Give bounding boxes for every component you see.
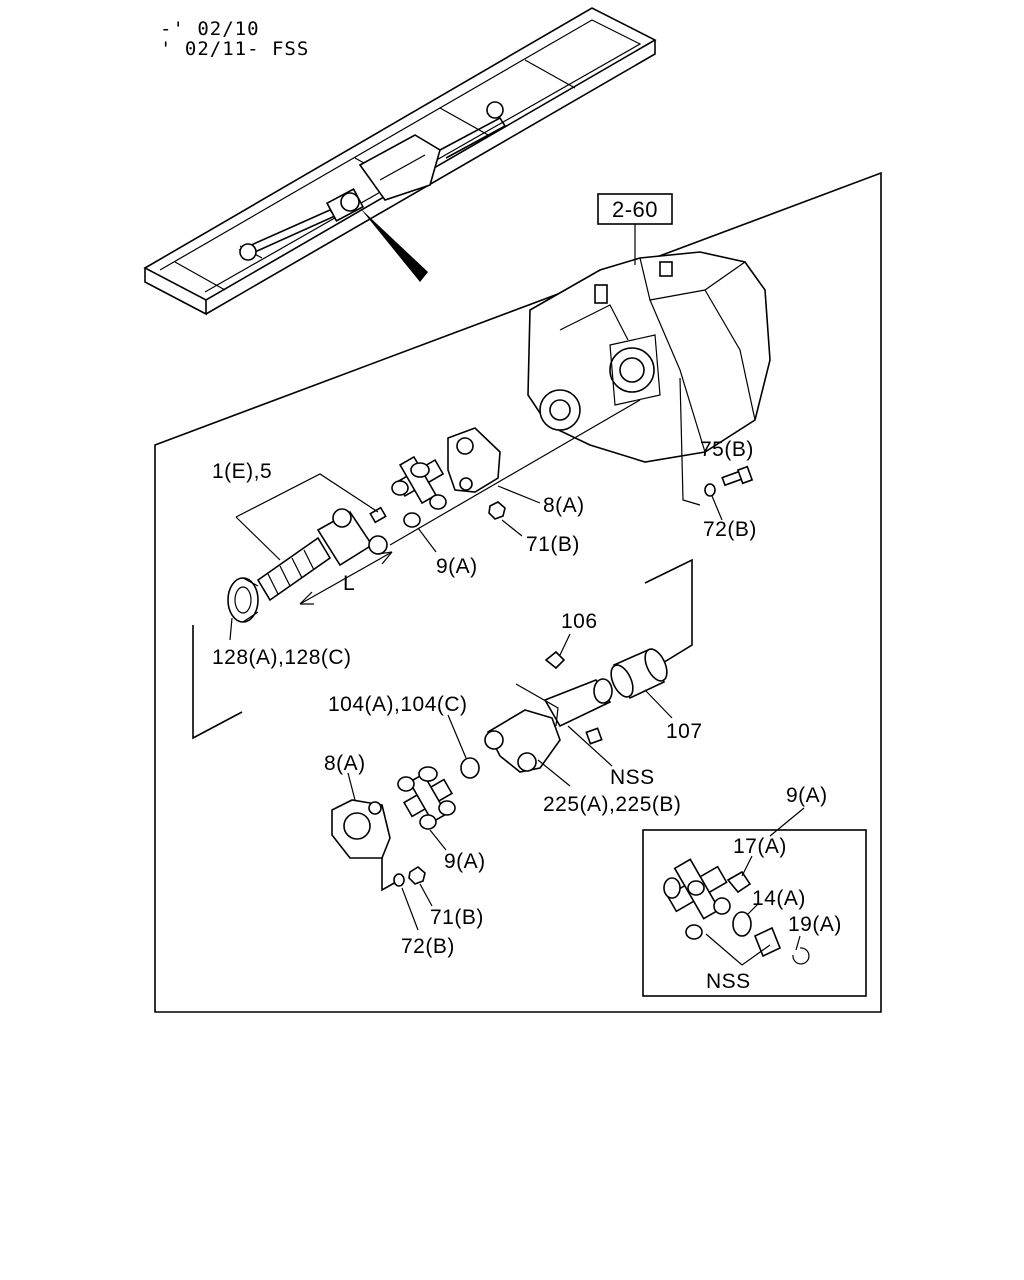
zoom-pointer	[360, 208, 428, 282]
inset-callout-14a: 14(A)	[752, 887, 806, 910]
leader-inset-nss	[705, 933, 771, 966]
leader-8a-top	[497, 485, 541, 504]
ref-box-label: 2-60	[612, 197, 658, 222]
flange-yoke-top	[447, 427, 501, 493]
leader-nss-mid	[567, 725, 613, 767]
grease-fitting-17a	[726, 870, 752, 894]
seal-14a	[732, 911, 752, 937]
connection-line-right	[644, 558, 693, 673]
connection-line-bottom	[381, 858, 397, 892]
dust-cover-128	[227, 577, 259, 623]
leader-107	[644, 689, 673, 719]
nut-71b-top	[488, 501, 506, 520]
inset-frame	[642, 829, 867, 997]
callout-72b-right: 72(B)	[703, 518, 757, 541]
leader-1e5	[235, 473, 379, 518]
callout-75b: 75(B)	[700, 438, 754, 461]
dimension-L-line	[299, 551, 393, 605]
callout-8a-top: 8(A)	[543, 494, 585, 517]
leader-19a	[795, 935, 801, 951]
leader-nss-frame	[515, 683, 559, 727]
propeller-shaft-tube	[484, 678, 613, 773]
dimension-L-arrow-a	[299, 591, 314, 605]
washer-104	[460, 757, 480, 779]
callout-9a-top: 9(A)	[436, 555, 478, 578]
inset-callout-nss: NSS	[706, 970, 751, 993]
leader-9a-top	[417, 527, 437, 553]
callout-8a-bottom: 8(A)	[324, 752, 366, 775]
callout-106: 106	[561, 610, 598, 633]
leader-71b-top	[501, 519, 523, 537]
applicability-line-1: -' 02/10	[160, 18, 260, 40]
leader-71b-bottom	[419, 883, 433, 907]
leader-1e5-b	[235, 516, 281, 561]
leader-14a	[747, 903, 759, 915]
callout-71b-top: 71(B)	[526, 533, 580, 556]
leader-106	[559, 633, 571, 656]
washer-72b-right	[704, 483, 716, 497]
leader-72b-right	[711, 495, 723, 521]
inset-callout-19a: 19(A)	[788, 913, 842, 936]
applicability-line-2: ' 02/11- FSS	[160, 38, 310, 60]
leader-72b-right-frame	[679, 377, 701, 506]
leader-9a-bottom	[429, 829, 447, 851]
sleeve-107	[610, 648, 668, 700]
leader-104	[447, 714, 467, 759]
callout-9a-bottom: 9(A)	[444, 850, 486, 873]
washer-72b-bottom	[393, 873, 405, 887]
inset-title: 9(A)	[786, 784, 828, 807]
callout-225: 225(A),225(B)	[543, 793, 681, 816]
callout-72b-bottom: 72(B)	[401, 935, 455, 958]
snap-ring-19a	[792, 947, 810, 965]
callout-L: L	[343, 572, 355, 595]
connection-line-left	[192, 625, 243, 740]
callout-128: 128(A),128(C)	[212, 646, 352, 669]
nut-71b-bottom	[408, 866, 426, 885]
callout-nss-mid: NSS	[610, 766, 655, 789]
bolt-75b	[721, 465, 754, 487]
shaft-axis-line	[389, 399, 641, 546]
callout-1e5: 1(E),5	[212, 460, 272, 483]
slip-yoke-assembly	[256, 506, 388, 602]
spider-bottom	[397, 766, 456, 830]
leader-225	[537, 759, 571, 787]
flange-yoke-bottom	[331, 799, 391, 859]
inset-title-leader	[769, 807, 805, 837]
spider-top	[391, 455, 447, 528]
transmission	[527, 251, 771, 463]
leader-17a	[741, 855, 753, 877]
grease-fitting-106	[544, 650, 566, 670]
callout-71b-bottom: 71(B)	[430, 906, 484, 929]
inset-callout-17a: 17(A)	[733, 835, 787, 858]
callout-104: 104(A),104(C)	[328, 693, 468, 716]
chassis-frame	[143, 7, 657, 316]
leader-72b-bottom	[401, 887, 419, 931]
leader-8a-bottom	[347, 772, 356, 801]
leader-128	[229, 617, 233, 641]
dimension-L-arrow-b	[377, 551, 393, 565]
bearing-cup	[753, 926, 782, 958]
callout-107: 107	[666, 720, 703, 743]
inset-spider	[663, 858, 731, 940]
